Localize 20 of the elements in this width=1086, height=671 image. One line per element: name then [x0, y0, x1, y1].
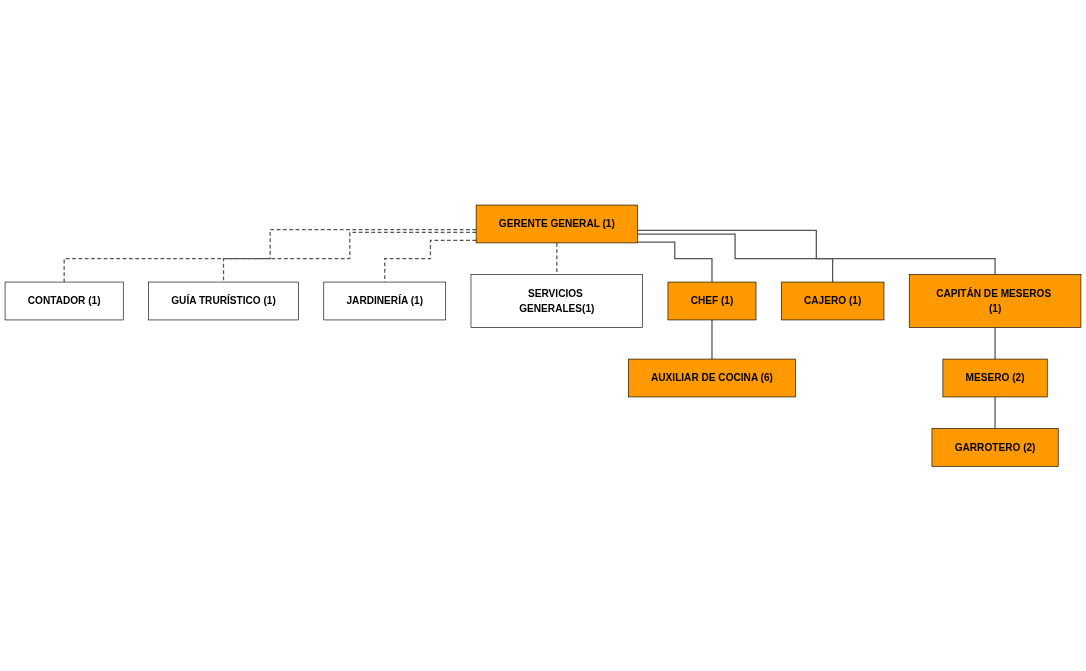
connector: [636, 229, 996, 275]
connector: [636, 233, 834, 283]
node-box: GERENTE GENERAL (1): [475, 204, 638, 244]
connector: [994, 326, 996, 360]
node-box: GARROTERO (2): [931, 427, 1059, 467]
node-box: SERVICIOS GENERALES(1): [470, 273, 643, 328]
node-box: AUXILIAR DE COCINA (6): [627, 358, 796, 398]
node-box: CAJERO (1): [780, 281, 885, 321]
node-box: JARDINERÍA (1): [323, 281, 447, 321]
node-box: CONTADOR (1): [4, 281, 124, 321]
connector: [222, 231, 477, 283]
node-box: CHEF (1): [667, 281, 757, 321]
node-box: CAPITÁN DE MESEROS (1): [908, 273, 1082, 328]
connector: [636, 241, 713, 283]
connector: [556, 242, 558, 275]
connector: [994, 396, 996, 429]
connector: [711, 319, 713, 360]
node-box: GUÍA TRURÍSTICO (1): [148, 281, 299, 321]
connector: [63, 228, 477, 283]
node-box: MESERO (2): [942, 358, 1048, 398]
